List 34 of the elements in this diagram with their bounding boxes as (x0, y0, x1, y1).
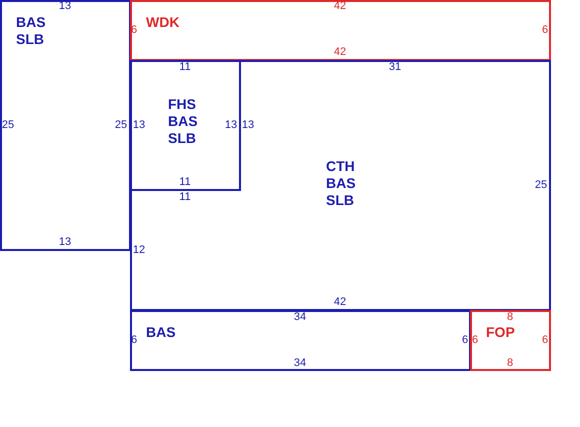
dimension-label: 8 (506, 311, 514, 323)
dimension-label: 11 (179, 176, 191, 188)
dimension-label: 13 (58, 236, 72, 248)
dimension-label: 6 (472, 334, 478, 346)
dimension-label: 25 (114, 119, 128, 131)
dimension-label: 42 (334, 296, 346, 308)
dimension-label: 11 (179, 191, 191, 203)
dimension-label: 13 (242, 119, 254, 131)
room-outline (130, 0, 551, 61)
room-outline (130, 310, 471, 371)
room-name: WDK (146, 14, 180, 31)
dimension-label: 12 (132, 244, 146, 256)
dimension-label: 42 (334, 46, 346, 58)
room-outline (0, 0, 131, 251)
room-outline (130, 60, 241, 191)
dimension-label: 25 (534, 179, 548, 191)
dimension-label: 11 (179, 61, 191, 73)
room-name: BAS SLB (16, 14, 47, 48)
dimension-label: 25 (2, 119, 14, 131)
dimension-label: 31 (388, 61, 402, 73)
dimension-label: 8 (506, 357, 514, 369)
room-name: FOP (486, 324, 516, 341)
room-name: CTH BAS SLB (326, 158, 357, 209)
dimension-label: 34 (294, 357, 306, 369)
room-outline (130, 60, 551, 311)
dimension-label: 6 (542, 334, 548, 346)
dimension-label: 13 (224, 119, 238, 131)
dimension-label: 6 (462, 334, 468, 346)
room-outline (470, 310, 551, 371)
dimension-label: 13 (132, 119, 146, 131)
dimension-label: 34 (294, 311, 306, 323)
room-name: FHS BAS SLB (168, 96, 199, 147)
room-name: BAS (146, 324, 177, 341)
dimension-label: 6 (542, 24, 548, 36)
